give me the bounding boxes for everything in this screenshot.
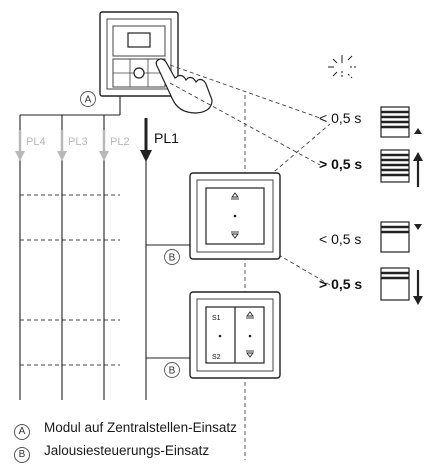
click-burst-icon: [328, 55, 356, 79]
display-icon: [127, 32, 151, 48]
hand-icon: [155, 58, 213, 114]
pl1-label: PL1: [154, 130, 179, 146]
blind-switch-single: [189, 172, 281, 260]
pl4-label: PL4: [26, 136, 46, 148]
marker-a-icon: A: [85, 95, 92, 106]
timing-long-down: > 0,5 s: [319, 276, 362, 292]
legend-text-a: Modul auf Zentralstellen-Einsatz: [44, 420, 237, 435]
blind-slats-up-icon: [380, 106, 422, 138]
legend-item-a: A Modul auf Zentralstellen-Einsatz: [14, 420, 237, 440]
legend-text-b: Jalousiesteuerungs-Einsatz: [44, 443, 210, 458]
timing-short-up: < 0,5 s: [319, 110, 361, 126]
timing-short-down: < 0,5 s: [319, 231, 361, 247]
blind-slats-down-icon: [380, 221, 422, 253]
marker-b2-icon: B: [169, 366, 176, 377]
s2-label: S2: [212, 354, 221, 361]
marker-b1-icon: B: [169, 253, 176, 264]
pl2-label: PL2: [110, 136, 130, 148]
legend-item-b: B Jalousiesteuerungs-Einsatz: [14, 443, 209, 463]
up-arrow-icon: [231, 192, 239, 198]
blind-down-icon: [380, 267, 423, 305]
s1-label: S1: [212, 315, 221, 322]
down-arrow-icon: [231, 233, 239, 239]
blind-switch-double: S1 S2: [189, 291, 281, 379]
down-arrow-icon: [246, 352, 254, 358]
blind-up-icon: [380, 149, 423, 187]
pl-arrows: [15, 118, 152, 162]
up-arrow-icon: [246, 311, 254, 317]
timing-long-up: > 0,5 s: [319, 156, 362, 172]
central-module: [99, 11, 213, 114]
marker-a-legend-icon: A: [14, 424, 30, 440]
marker-b-legend-icon: B: [14, 447, 30, 463]
pl3-label: PL3: [68, 136, 88, 148]
center-button-icon: [133, 67, 145, 79]
